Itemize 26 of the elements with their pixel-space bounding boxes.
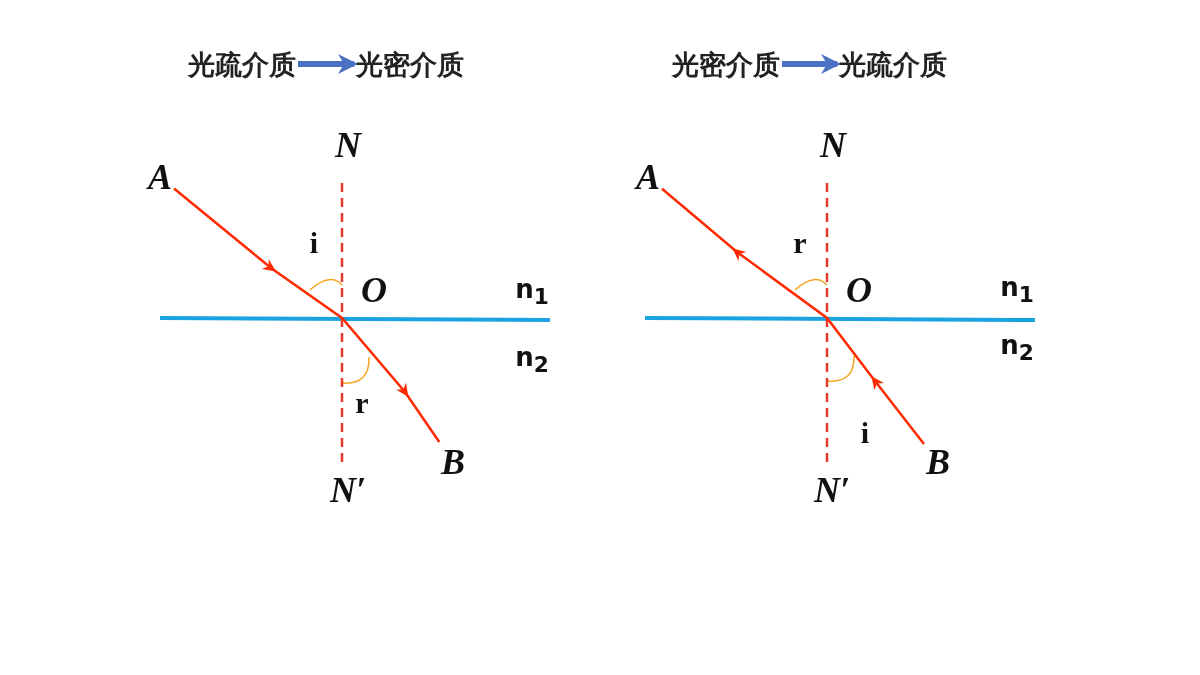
point-label: B [926, 444, 950, 480]
medium-label: 光密介质 [356, 50, 464, 78]
angle-label: i [309, 228, 319, 258]
medium-label: 光疏介质 [839, 50, 947, 78]
light-ray [661, 187, 925, 445]
refractive-index-label: n$_{1}$ [515, 276, 549, 308]
point-label: B [441, 444, 465, 480]
point-label: A [148, 159, 172, 195]
light-ray [173, 187, 441, 443]
refractive-index-label: n$_{1}$ [1000, 274, 1034, 306]
point-label: A [636, 159, 660, 195]
point-label: N′ [813, 472, 851, 508]
angle-label: r [793, 228, 807, 258]
point-label: N′ [329, 472, 367, 508]
point-label: N [820, 127, 846, 163]
angle-label: r [355, 388, 369, 418]
angle-label: i [860, 418, 870, 448]
refractive-index-label: n$_{2}$ [515, 344, 549, 376]
point-label: O [361, 272, 387, 308]
medium-label: 光疏介质 [188, 50, 296, 78]
point-label: O [846, 272, 872, 308]
arrow [782, 54, 841, 74]
arrow [298, 54, 358, 74]
refractive-index-label: n$_{2}$ [1000, 332, 1034, 364]
point-label: N [335, 127, 361, 163]
medium-label: 光密介质 [672, 50, 780, 78]
